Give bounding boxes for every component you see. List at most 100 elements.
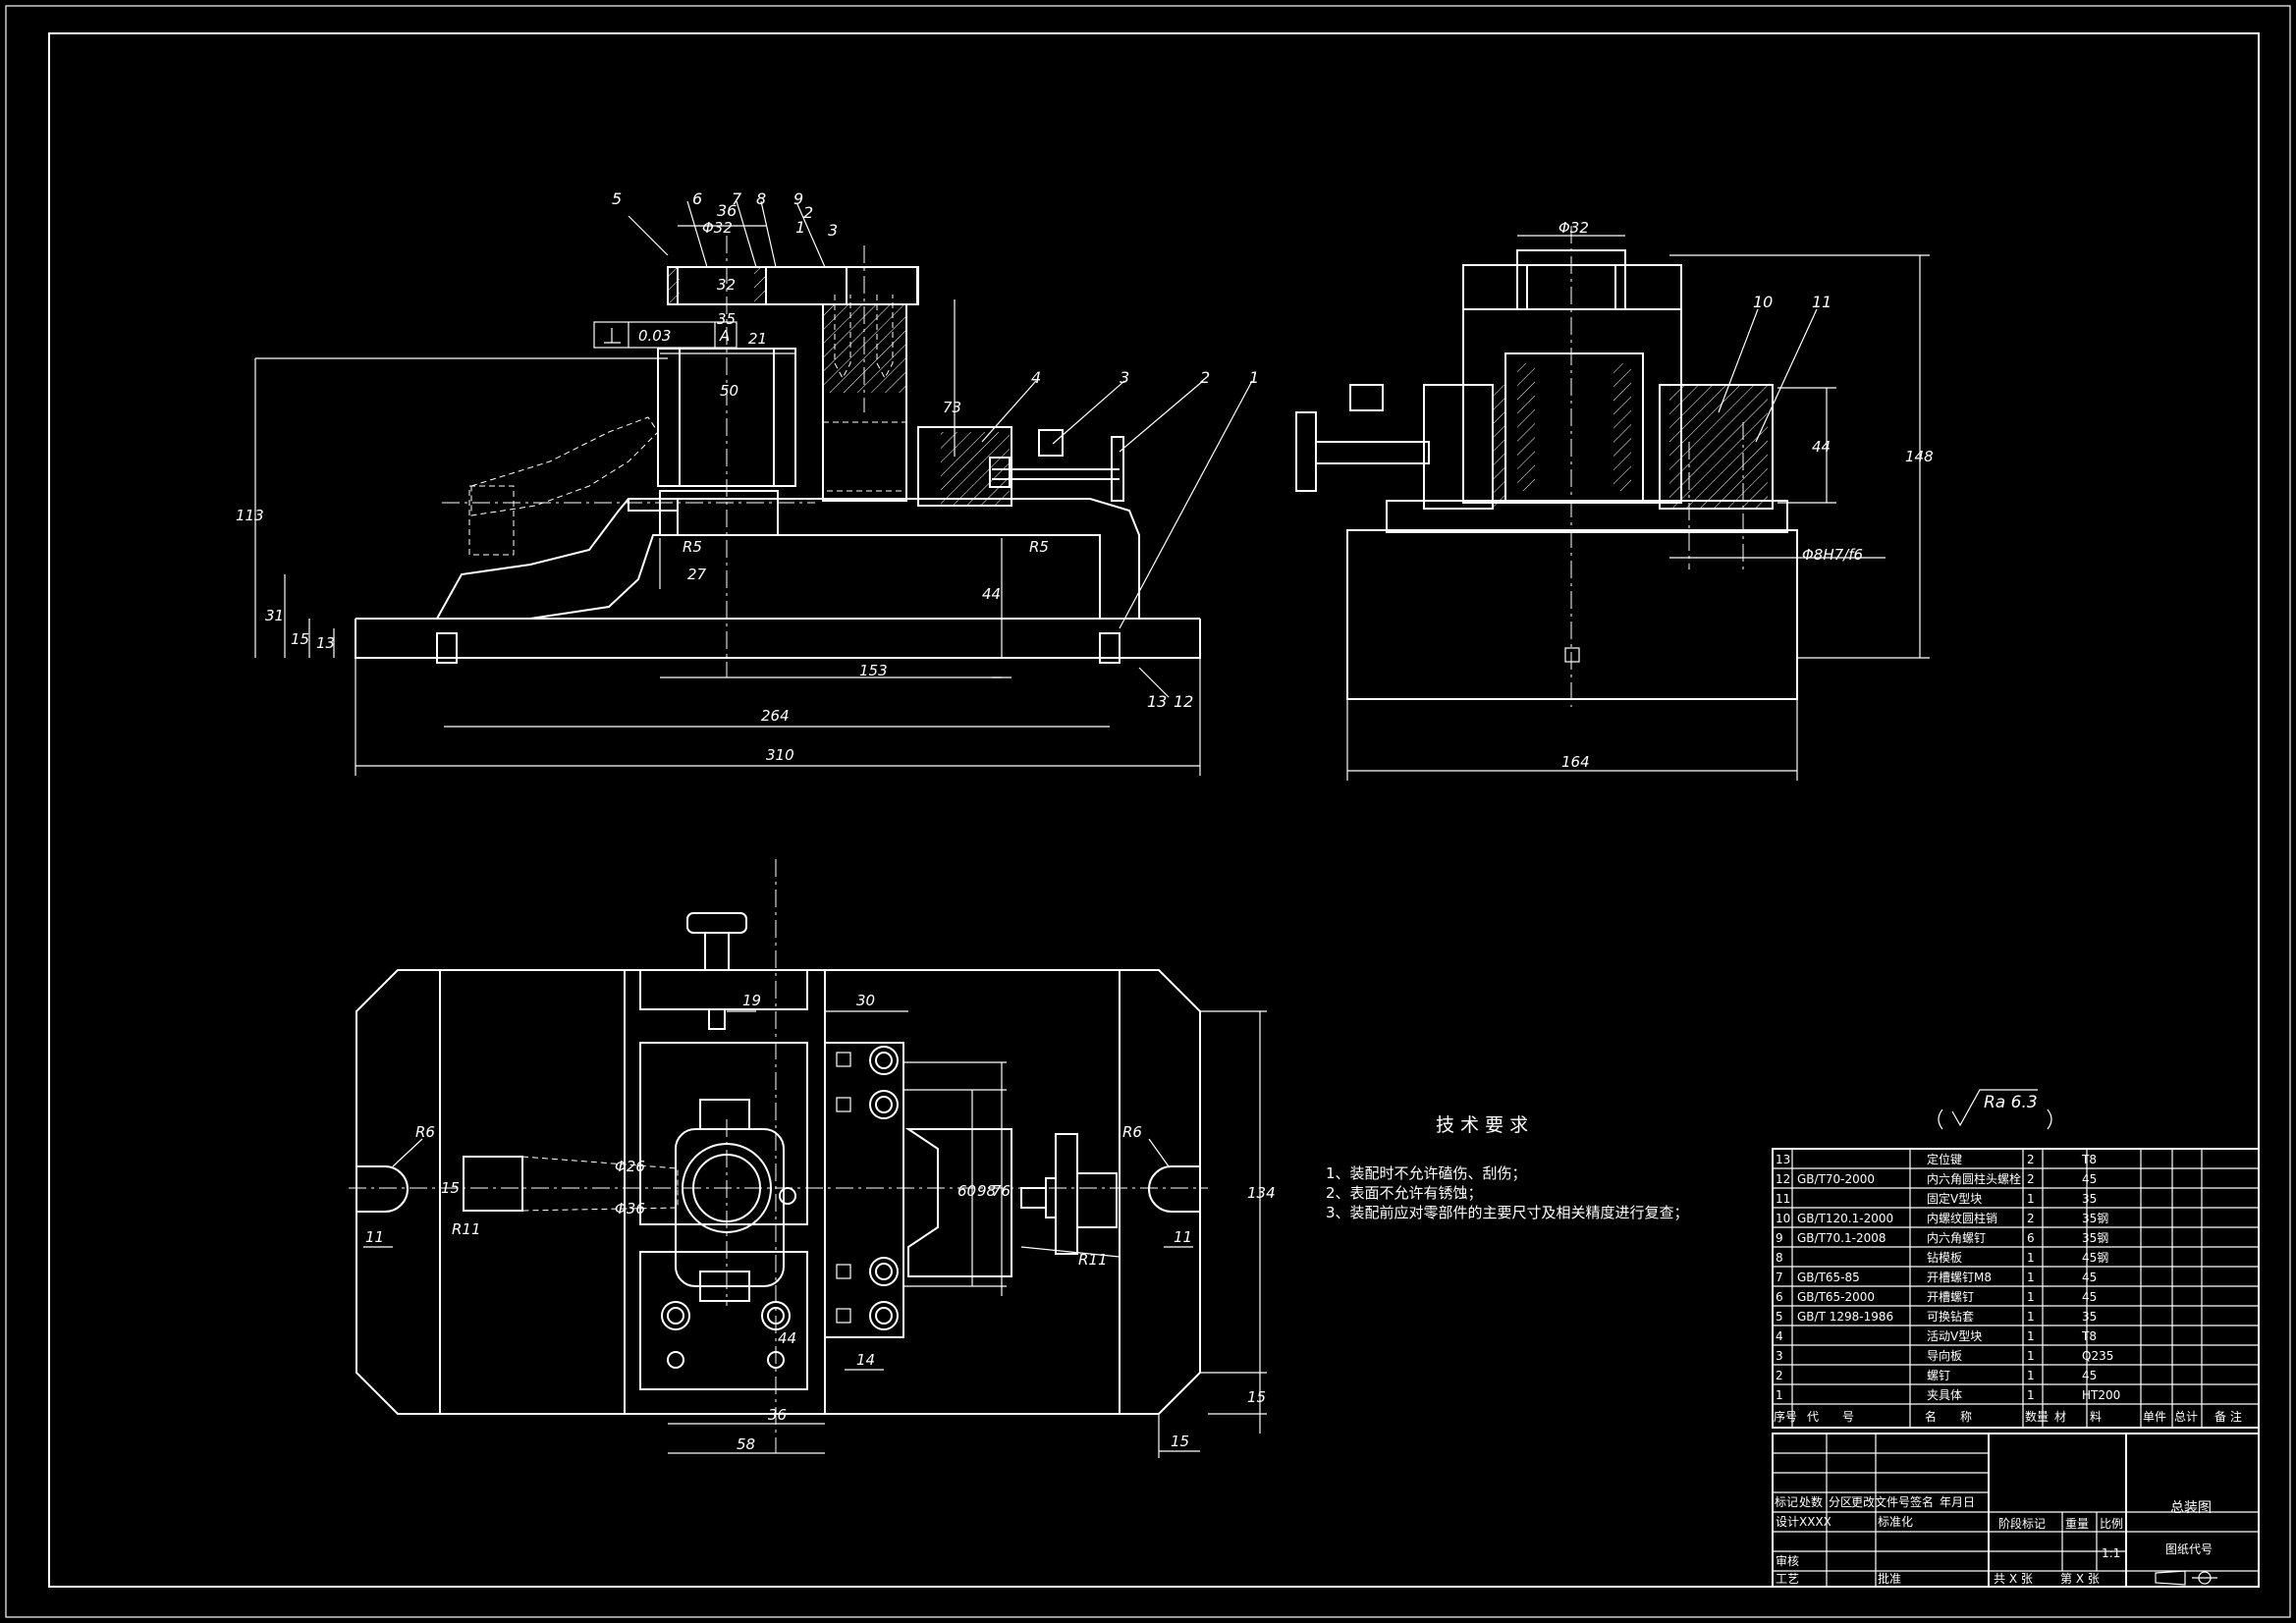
bom-no: 2 <box>1776 1369 1783 1382</box>
tb-label: 第 X 张 <box>2060 1572 2100 1586</box>
bom-header-code: 代 号 <box>1807 1410 1854 1424</box>
dim-label: 76 <box>992 1182 1011 1200</box>
bom-mat: 35 <box>2082 1310 2097 1324</box>
dim-label: 148 <box>1905 448 1934 465</box>
dim-label: Φ26 <box>615 1158 645 1175</box>
balloon: 2 <box>1200 368 1210 387</box>
bom-mat: 45钢 <box>2082 1251 2108 1265</box>
bom-qty: 1 <box>2027 1349 2035 1363</box>
dim-label: 58 <box>737 1435 755 1453</box>
dim-label: 44 <box>1812 438 1831 456</box>
balloon: 1 <box>1249 368 1259 387</box>
bom-no: 11 <box>1776 1192 1790 1206</box>
tb-label: 审核 <box>1776 1553 1799 1568</box>
tech-title: 技 术 要 求 <box>1436 1114 1528 1136</box>
balloon: 13 <box>1147 692 1167 711</box>
balloon: 11 <box>1812 293 1831 311</box>
dim-label: 153 <box>859 662 888 679</box>
balloon: 10 <box>1753 293 1773 311</box>
dim-label: 15 <box>1247 1388 1266 1406</box>
bom-no: 6 <box>1776 1290 1783 1304</box>
tb-label: 批准 <box>1878 1571 1901 1586</box>
dim-label: Φ32 <box>1558 219 1589 237</box>
balloon: 5 <box>612 189 622 208</box>
tb-label: 阶段标记 <box>1998 1516 2046 1531</box>
balloon: 4 <box>1031 368 1041 387</box>
top-view: 19 30 R6 R6 Φ26 Φ36 15 R11 11 60 98 76 R… <box>349 859 1276 1458</box>
tb-label: XXXX <box>1799 1515 1831 1529</box>
dim-label: Φ36 <box>615 1200 645 1217</box>
drawing-code: 图纸代号 <box>2165 1542 2213 1556</box>
dim-label: 21 <box>748 330 767 348</box>
tb-label: 签名 <box>1910 1494 1934 1509</box>
tolerance-frame <box>593 321 738 349</box>
bom-mat: 45 <box>2082 1271 2097 1284</box>
balloon: 7 <box>732 189 742 208</box>
bom-mat: T8 <box>2081 1329 2097 1343</box>
bom-mat: HT200 <box>2082 1388 2120 1402</box>
tech-item: 2、表面不允许有锈蚀； <box>1326 1184 1483 1202</box>
bom-name: 可换钻套 <box>1927 1309 1974 1324</box>
bom-name: 导向板 <box>1927 1348 1962 1363</box>
bom-code: GB/T70.1-2008 <box>1797 1231 1886 1245</box>
bom-qty: 2 <box>2027 1212 2035 1225</box>
dim-label: R5 <box>1029 538 1049 556</box>
bom-code: GB/T 1298-1986 <box>1797 1310 1893 1324</box>
balloon: 2 <box>803 203 813 222</box>
dim-label: 11 <box>1174 1228 1192 1246</box>
title-block: 标记 处数 分区 更改文件号 签名 年月日 设计 XXXX 标准化 审核 工艺 … <box>1772 1433 2260 1588</box>
bom-header-total: 总计 <box>2174 1410 2198 1424</box>
tb-label: 年月日 <box>1940 1495 1975 1509</box>
bom-no: 12 <box>1776 1172 1790 1186</box>
dim-label: 264 <box>761 707 790 725</box>
tech-item: 3、装配前应对零部件的主要尺寸及相关精度进行复查； <box>1326 1204 1689 1221</box>
bom-header-no: 序号 <box>1774 1409 1797 1424</box>
dim-label: 32 <box>717 276 736 294</box>
bom-qty: 1 <box>2027 1388 2035 1402</box>
inner-border <box>48 32 2260 1588</box>
bom-header-unit: 单件 <box>2143 1410 2166 1424</box>
tb-label: 标准化 <box>1878 1515 1913 1529</box>
dim-label: R6 <box>1122 1123 1142 1141</box>
bom-no: 7 <box>1776 1271 1783 1284</box>
dim-label: 44 <box>982 585 1001 603</box>
tb-label: 工艺 <box>1776 1572 1799 1586</box>
tb-label: 比例 <box>2100 1517 2123 1531</box>
bom-mat: 45 <box>2082 1369 2097 1382</box>
tolerance-datum: A <box>719 327 730 345</box>
dim-label: 14 <box>856 1351 875 1369</box>
bom-no: 10 <box>1776 1212 1790 1225</box>
dim-label: 11 <box>365 1228 384 1246</box>
tb-label: 更改文件号 <box>1851 1494 1910 1509</box>
roughness-value: Ra 6.3 <box>1984 1093 2038 1112</box>
tb-label: 共 X 张 <box>1994 1572 2033 1586</box>
bom-mat: Q235 <box>2082 1349 2113 1363</box>
bom-qty: 1 <box>2027 1329 2035 1343</box>
bom-code: GB/T65-85 <box>1797 1271 1860 1284</box>
dim-label: 113 <box>236 507 264 524</box>
dim-label: 50 <box>720 382 738 400</box>
dim-label: 134 <box>1247 1184 1276 1202</box>
bom-qty: 2 <box>2027 1172 2035 1186</box>
balloon: 8 <box>756 189 766 208</box>
dim-label: 60 <box>957 1182 976 1200</box>
tb-label: 标记 <box>1775 1495 1798 1509</box>
bom-mat: 45 <box>2082 1172 2097 1186</box>
bom-no: 3 <box>1776 1349 1783 1363</box>
balloon: 12 <box>1174 692 1193 711</box>
bom-no: 5 <box>1776 1310 1783 1324</box>
bom-code: GB/T70-2000 <box>1797 1172 1875 1186</box>
dim-label: 15 <box>291 630 309 648</box>
bom-mat: 35钢 <box>2082 1231 2108 1245</box>
bom-qty: 1 <box>2027 1251 2035 1265</box>
dim-label: 164 <box>1561 753 1590 771</box>
dim-label: R6 <box>415 1123 435 1141</box>
bom-name: 固定V型块 <box>1927 1191 1982 1206</box>
dim-label: 19 <box>742 992 761 1009</box>
bom-mat: 35 <box>2082 1192 2097 1206</box>
bom-name: 夹具体 <box>1927 1388 1962 1402</box>
bom-code: GB/T120.1-2000 <box>1797 1212 1893 1225</box>
bom-name: 内六角螺钉 <box>1927 1231 1986 1245</box>
drawing-name: 总装图 <box>2170 1500 2212 1516</box>
